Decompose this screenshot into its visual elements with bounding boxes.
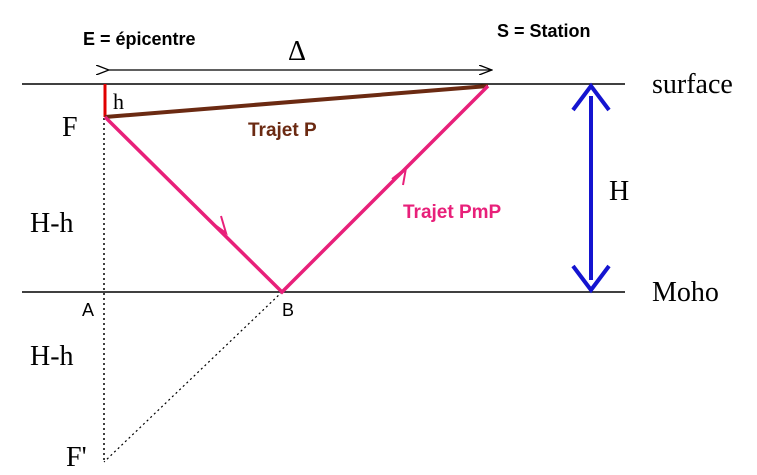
- surface-label: surface: [652, 69, 733, 100]
- pmp-up-arrow-icon: [391, 165, 408, 186]
- point-a-label: A: [82, 300, 94, 320]
- pmp-down-arrow-icon: [210, 215, 228, 236]
- station-label: S = Station: [497, 21, 591, 41]
- h-label: h: [113, 89, 124, 114]
- focus-label: F: [62, 112, 78, 143]
- upper-h-minus-h-label: H-h: [30, 208, 74, 239]
- trajet-pmp-label: Trajet PmP: [403, 202, 502, 223]
- lower-h-minus-h-label: H-h: [30, 341, 74, 372]
- delta-label: Δ: [288, 36, 306, 67]
- trajet-pmp-line: [103, 84, 490, 295]
- point-b-label: B: [282, 300, 294, 320]
- epicentre-label: E = épicentre: [83, 29, 196, 49]
- mirror-focus-label: F': [66, 442, 87, 473]
- thickness-arrow-icon: [571, 82, 611, 294]
- moho-label: Moho: [652, 277, 719, 308]
- trajet-p-label: Trajet P: [248, 120, 317, 141]
- mirror-dotted-line: [103, 291, 283, 463]
- trajet-p-line: [104, 84, 489, 119]
- thickness-label: H: [609, 176, 629, 207]
